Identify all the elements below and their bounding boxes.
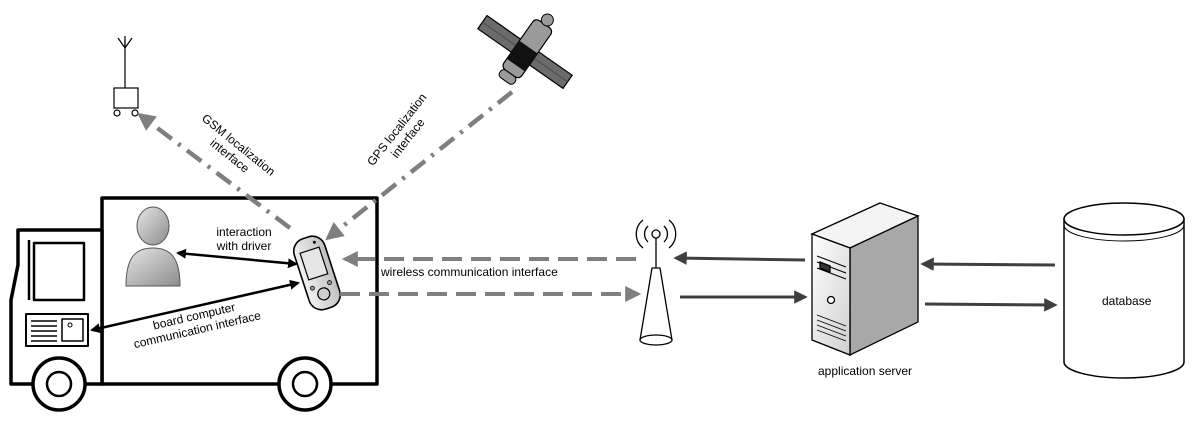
driver-interaction-arrow [176,248,298,269]
server-to-ap-arrow [673,251,806,265]
interaction-label: interaction [216,225,271,239]
gsm-tower-icon [113,36,139,117]
board-computer-arrow [90,279,300,334]
server-to-database-arrow [924,298,1058,312]
truck-wheels-icon [31,356,333,412]
database-to-server-arrow [920,257,1056,271]
application-server-label: application server [818,364,912,378]
wireless-interface-label: wireless communication interface [380,265,558,279]
driver-person-icon [125,206,181,287]
wireless-access-point-icon [635,219,677,346]
database-label: database [1102,294,1152,308]
database-icon [1063,202,1185,379]
gps-satellite-icon [476,13,574,90]
mobile-device-icon [292,235,342,311]
application-server-icon [810,202,920,357]
interaction-label-line2: with driver [216,239,272,253]
gsm-localization-arrow [137,112,292,230]
gps-localization-arrow [325,90,514,241]
board-computer-icon [31,320,57,342]
